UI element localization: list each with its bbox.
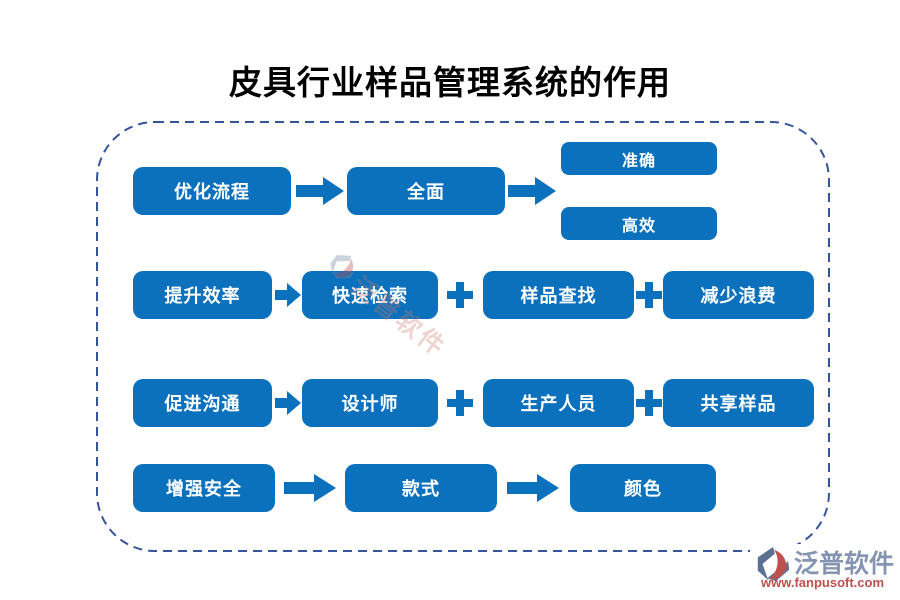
- flow-box-improve-efficiency: 提升效率: [133, 271, 272, 319]
- plus-icon: [636, 282, 662, 308]
- arrow-right-icon: [507, 474, 559, 502]
- arrow-right-icon: [275, 283, 301, 307]
- flow-box-reduce-waste: 减少浪费: [663, 271, 814, 319]
- flow-box-accurate: 准确: [561, 142, 717, 175]
- flow-box-sample-search: 样品查找: [483, 271, 634, 319]
- arrow-right-icon: [275, 391, 301, 415]
- arrow-right-icon: [284, 474, 336, 502]
- arrow-right-icon: [296, 177, 344, 205]
- flow-box-quick-retrieval: 快速检索: [302, 271, 438, 319]
- flow-box-enhance-security: 增强安全: [133, 464, 275, 512]
- flow-box-promote-communication: 促进沟通: [133, 379, 272, 427]
- flow-box-efficient: 高效: [561, 207, 717, 240]
- flow-box-share-samples: 共享样品: [663, 379, 814, 427]
- flow-box-comprehensive: 全面: [347, 167, 505, 215]
- fanpu-logo: 泛普软件 www.fanpusoft.com: [750, 544, 900, 598]
- plus-icon: [636, 390, 662, 416]
- arrow-right-icon: [508, 177, 556, 205]
- fanpu-logo-icon: [757, 546, 790, 582]
- page-title: 皮具行业样品管理系统的作用: [229, 63, 671, 102]
- fanpu-logo-name: 泛普软件: [794, 550, 895, 578]
- plus-icon: [447, 282, 473, 308]
- flow-box-production-staff: 生产人员: [483, 379, 634, 427]
- flow-box-color: 颜色: [570, 464, 716, 512]
- fanpu-logo-url: www.fanpusoft.com: [761, 575, 885, 590]
- flow-box-optimize-process: 优化流程: [133, 167, 291, 215]
- flow-box-designer: 设计师: [302, 379, 438, 427]
- flow-box-style: 款式: [345, 464, 497, 512]
- plus-icon: [447, 390, 473, 416]
